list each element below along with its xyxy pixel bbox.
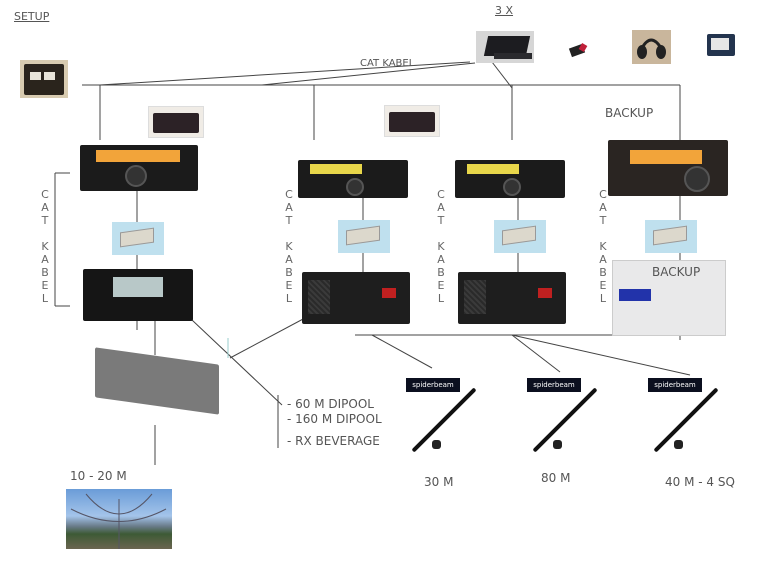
amplifier-3 [458,272,566,324]
backup-amp-label: BACKUP [652,265,701,279]
antenna-list-item: - 60 M DIPOOL [287,397,374,411]
spiderbeam-antenna: spiderbeam [406,378,486,456]
backup-label: BACKUP [605,106,654,120]
antenna-label: 80 M [541,471,571,485]
usb-interface [565,36,593,58]
signalink-interface [148,106,204,138]
cat-cable-line [99,61,471,86]
quantity-note: 3 X [495,4,514,17]
wire-80m [511,334,561,373]
wire-40m [511,334,691,376]
cat-cable-line [491,61,513,89]
transceiver-backup [608,140,728,196]
cat-cable-line [261,62,476,86]
antenna-label: 30 M [424,475,454,489]
bandpass-filter [645,220,697,253]
spiderbeam-antenna: spiderbeam [648,378,728,456]
signalink-interface [384,105,440,137]
bandpass-filter [112,222,164,255]
page-title: SETUP [14,10,50,23]
power-supply [20,60,68,98]
hexbeam-antenna-photo [66,489,172,549]
swr-meter [703,31,741,61]
transceiver-1 [80,145,198,191]
antenna-label: 40 M - 4 SQ [665,475,735,489]
transceiver-2 [298,160,408,198]
antenna-label: 10 - 20 M [70,469,127,483]
wire-30m [371,334,433,369]
antenna-list-item: - 160 M DIPOOL [287,412,382,426]
wire-amp2 [229,317,306,359]
spiderbeam-antenna: spiderbeam [527,378,607,456]
amplifier-backup [612,260,726,336]
wire-dipole [191,319,283,406]
amplifier-1 [83,269,193,321]
antenna-list-item: - RX BEVERAGE [287,434,380,448]
bandpass-filter [338,220,390,253]
transceiver-3 [455,160,565,198]
laptop [476,31,534,63]
headset [632,30,671,64]
amplifier-2 [302,272,410,324]
bandpass-filter [494,220,546,253]
cat-kabel-label: CAT KABEL [360,58,415,69]
